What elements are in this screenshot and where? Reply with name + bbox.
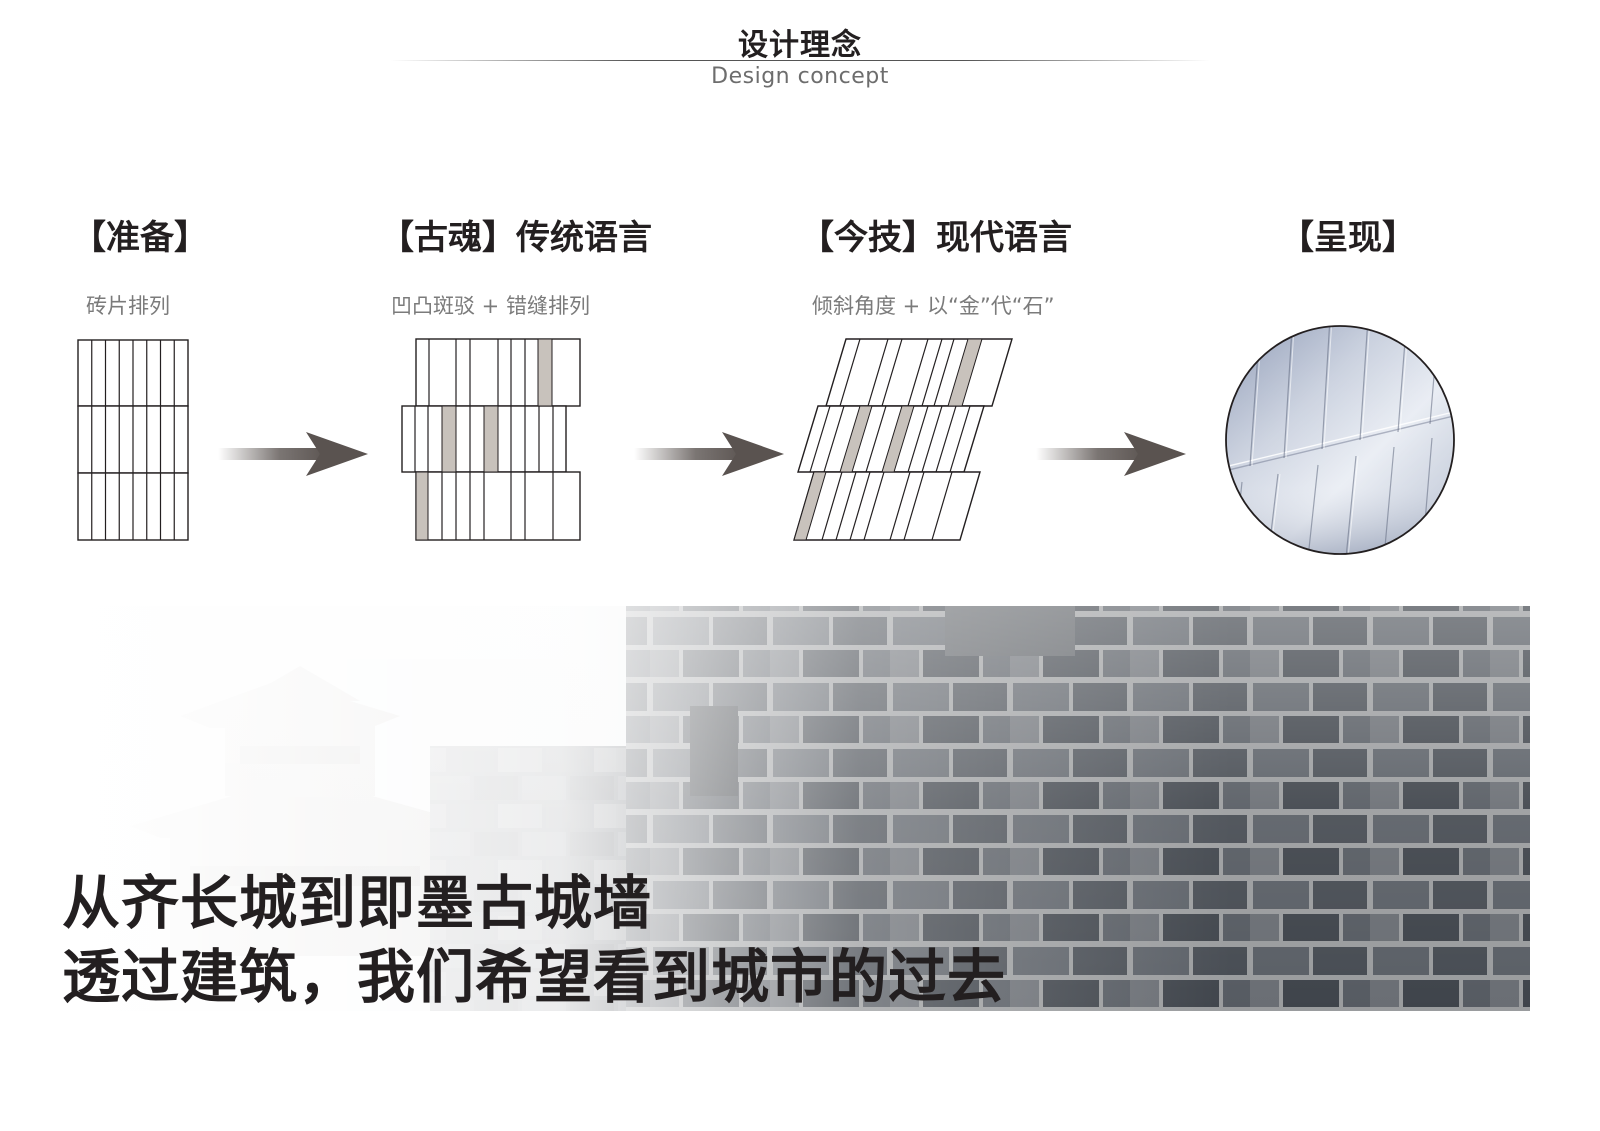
step-subtitle-modern: 倾斜角度 + 以“金”代“石” bbox=[812, 294, 1055, 318]
right-arrow-icon bbox=[218, 432, 368, 476]
staggered-brick-diagram bbox=[401, 338, 581, 541]
page-subtitle: Design concept bbox=[711, 64, 889, 89]
step-subtitle-prepare: 砖片排列 bbox=[86, 294, 170, 318]
page-title: 设计理念 bbox=[738, 28, 862, 63]
step-subtitle-ancient: 凹凸斑驳 + 错缝排列 bbox=[391, 294, 590, 318]
right-arrow-icon bbox=[634, 432, 784, 476]
slanted-brick-diagram bbox=[793, 338, 1013, 541]
metal-facade-render bbox=[1225, 325, 1455, 555]
step-heading-prepare: 【准备】 bbox=[72, 218, 208, 258]
step-heading-present: 【呈现】 bbox=[1280, 218, 1416, 258]
title-divider bbox=[390, 60, 1210, 61]
page-header: 设计理念 Design concept bbox=[0, 0, 1600, 100]
slogan-line-2: 透过建筑，我们希望看到城市的过去 bbox=[62, 943, 1007, 1011]
right-arrow-icon bbox=[1036, 432, 1186, 476]
step-heading-ancient: 【古魂】传统语言 bbox=[380, 218, 652, 258]
slogan-line-1: 从齐长城到即墨古城墙 bbox=[62, 869, 653, 937]
city-wall-photo bbox=[40, 606, 1530, 1011]
brick-grid-diagram bbox=[77, 339, 189, 541]
step-heading-modern: 【今技】现代语言 bbox=[800, 218, 1072, 258]
